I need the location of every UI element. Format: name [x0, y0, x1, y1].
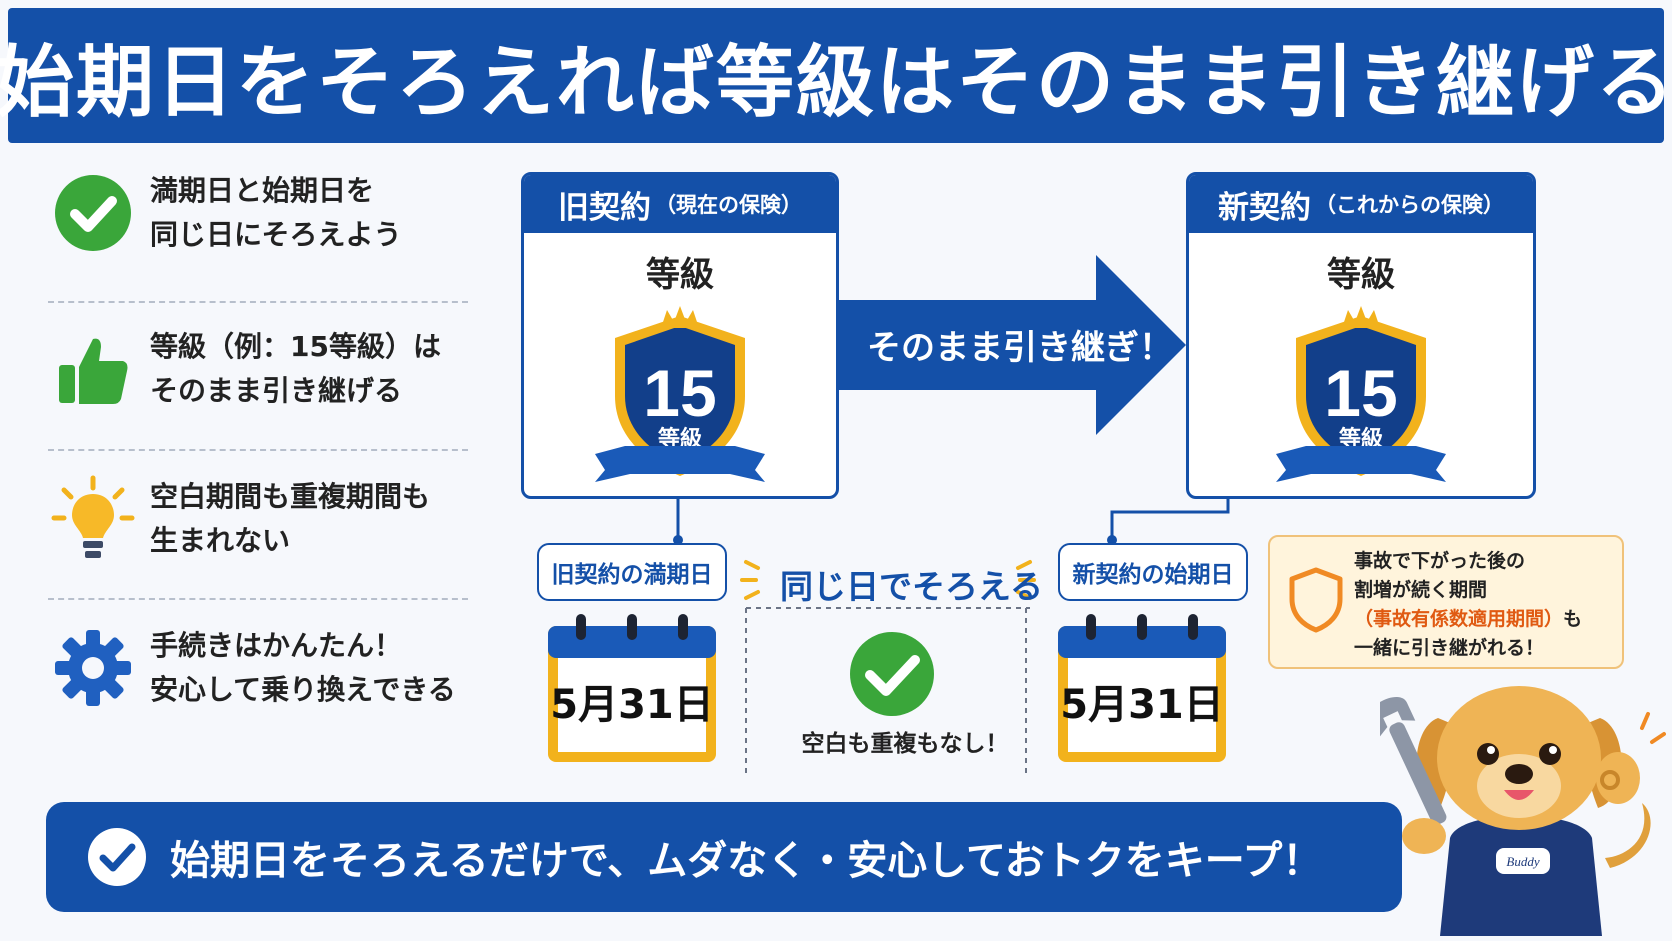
note-line-1: 事故で下がった後の	[1354, 550, 1526, 572]
point-item-1: 満期日と始期日を同じ日にそろえよう	[48, 148, 468, 278]
new-contract-grade-label: 等級	[1327, 255, 1395, 295]
point-2-line-2: そのまま引き継げる	[150, 374, 403, 407]
old-contract-title: 旧契約	[558, 189, 651, 226]
page-title: 始期日をそろえれば等級はそのまま引き継げる	[0, 37, 1672, 128]
old-contract-header: 旧契約（現在の保険）	[524, 175, 836, 233]
wrench-icon	[1380, 697, 1447, 825]
note-line-2: 割増が続く期間	[1354, 579, 1488, 601]
connector-lines	[673, 498, 1230, 545]
note-line-4: 一緒に引き継がれる！	[1354, 637, 1545, 659]
new-contract-header: 新契約（これからの保険）	[1189, 175, 1533, 233]
note-suffix: も	[1563, 608, 1583, 630]
point-4-line-1: 手続きはかんたん！	[150, 629, 403, 662]
new-grade-number: 15	[1324, 356, 1397, 430]
footer-message: 始期日をそろえるだけで、ムダなく・安心しておトクをキープ！	[170, 838, 1323, 884]
divider	[48, 449, 468, 451]
check-circle-icon	[48, 168, 138, 258]
header-banner: 始期日をそろえれば等級はそのまま引き継げる	[0, 8, 1672, 143]
arrow-label: そのまま引き継ぎ！	[867, 328, 1173, 368]
old-calendar-icon: 5月31日	[546, 612, 718, 764]
mascot-badge-text: Buddy	[1506, 854, 1539, 869]
point-2-line-1: 等級（例：15等級）は	[150, 330, 441, 363]
name-badge	[1496, 848, 1550, 874]
check-circle-icon	[850, 632, 934, 716]
check-circle-icon	[88, 828, 146, 886]
old-contract-grade-label: 等級	[646, 255, 714, 295]
same-day-label: 同じ日でそろえる	[780, 567, 1044, 606]
accident-coefficient-note: 事故で下がった後の 割増が続く期間 （事故有係数適用期間）も 一緒に引き継がれる…	[1268, 535, 1624, 669]
transfer-arrow-icon	[836, 255, 1186, 435]
footer-banner: 始期日をそろえるだけで、ムダなく・安心しておトクをキープ！	[46, 802, 1402, 912]
same-day-frame	[740, 560, 1036, 774]
point-3-line-2: 生まれない	[150, 524, 291, 557]
old-contract-card: 旧契約（現在の保険） 等級 15 等級	[521, 172, 839, 499]
lightbulb-icon	[48, 474, 138, 564]
thumbs-up-icon	[48, 324, 138, 414]
point-item-4: 手続きはかんたん！ 安心して乗り換えできる	[48, 603, 468, 733]
new-contract-subtitle: （これからの保険）	[1315, 193, 1504, 217]
crown-icon	[661, 306, 699, 328]
old-expiry-date: 5月31日	[550, 682, 714, 728]
point-item-2: 等級（例：15等級）はそのまま引き継げる	[48, 304, 468, 434]
dog-mascot-illustration: Buddy	[1380, 686, 1666, 936]
divider	[48, 301, 468, 303]
old-expiry-tag: 旧契約の満期日	[537, 543, 727, 601]
point-1-line-2: 同じ日にそろえよう	[150, 218, 402, 251]
no-gap-label: 空白も重複もなし！	[801, 731, 1009, 757]
grade-shield-badge: 15 等級	[1276, 306, 1446, 482]
point-1-line-1: 満期日と始期日を	[150, 174, 375, 207]
divider	[48, 598, 468, 600]
point-item-3: 空白期間も重複期間も生まれない	[48, 454, 468, 584]
shield-icon	[1289, 567, 1343, 633]
point-3-line-1: 空白期間も重複期間も	[150, 480, 431, 513]
crown-icon	[1342, 306, 1380, 328]
new-contract-card: 新契約（これからの保険） 等級 15 等級	[1186, 172, 1536, 499]
note-highlight: （事故有係数適用期間）	[1354, 608, 1564, 630]
point-4-line-2: 安心して乗り換えできる	[150, 673, 456, 706]
new-contract-title: 新契約	[1218, 189, 1311, 226]
new-start-date: 5月31日	[1060, 682, 1224, 728]
gear-icon	[48, 623, 138, 713]
old-grade-number: 15	[643, 356, 716, 430]
new-calendar-icon: 5月31日	[1056, 612, 1228, 764]
new-start-tag: 新契約の始期日	[1058, 543, 1248, 601]
grade-shield-badge: 15 等級	[595, 306, 765, 482]
old-contract-subtitle: （現在の保険）	[655, 193, 802, 217]
